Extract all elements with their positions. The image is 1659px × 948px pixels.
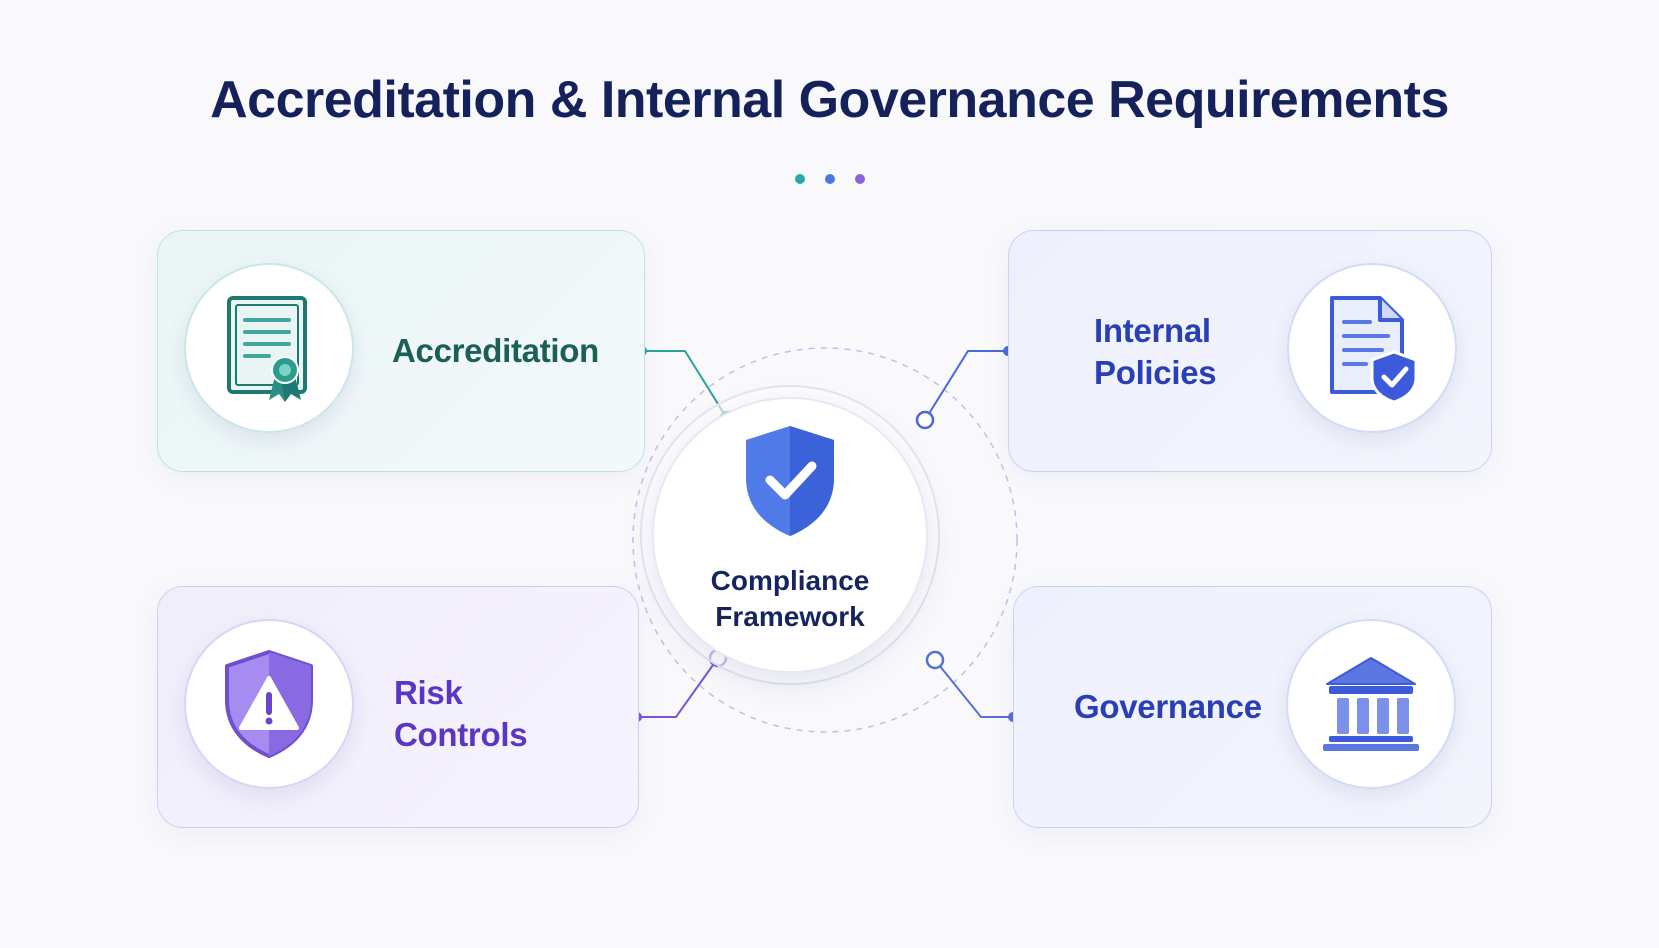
card-risk-controls: Risk Controls	[157, 586, 639, 828]
title-divider	[655, 174, 1005, 184]
governance-icon-circle	[1286, 619, 1456, 789]
connector-risk-controls	[637, 657, 719, 718]
internal-policies-icon-circle	[1287, 263, 1457, 433]
card-label-accreditation: Accreditation	[392, 332, 599, 369]
warning-shield-icon	[225, 650, 313, 758]
institution-building-icon	[1323, 657, 1419, 751]
divider-dot	[855, 174, 865, 184]
shield-check-icon	[746, 426, 834, 536]
connector-governance	[934, 659, 1013, 718]
divider-dot	[825, 174, 835, 184]
page-title: Accreditation & Internal Governance Requ…	[210, 71, 1449, 129]
accreditation-icon-circle	[184, 263, 354, 433]
center-label: Compliance Framework	[710, 565, 870, 632]
risk-controls-icon-circle	[184, 619, 354, 789]
card-accreditation: Accreditation	[157, 230, 645, 472]
card-internal-policies: Internal Policies	[1008, 230, 1492, 472]
card-governance: Governance	[1013, 586, 1492, 828]
divider-dot	[795, 174, 805, 184]
card-label-internal-policies: Internal Policies	[1094, 312, 1217, 391]
certificate-icon	[227, 296, 307, 402]
card-label-governance: Governance	[1074, 688, 1262, 725]
policy-document-shield-icon	[1330, 296, 1418, 404]
card-label-risk-controls: Risk Controls	[394, 674, 528, 753]
connector-internal-policies	[924, 350, 1008, 421]
